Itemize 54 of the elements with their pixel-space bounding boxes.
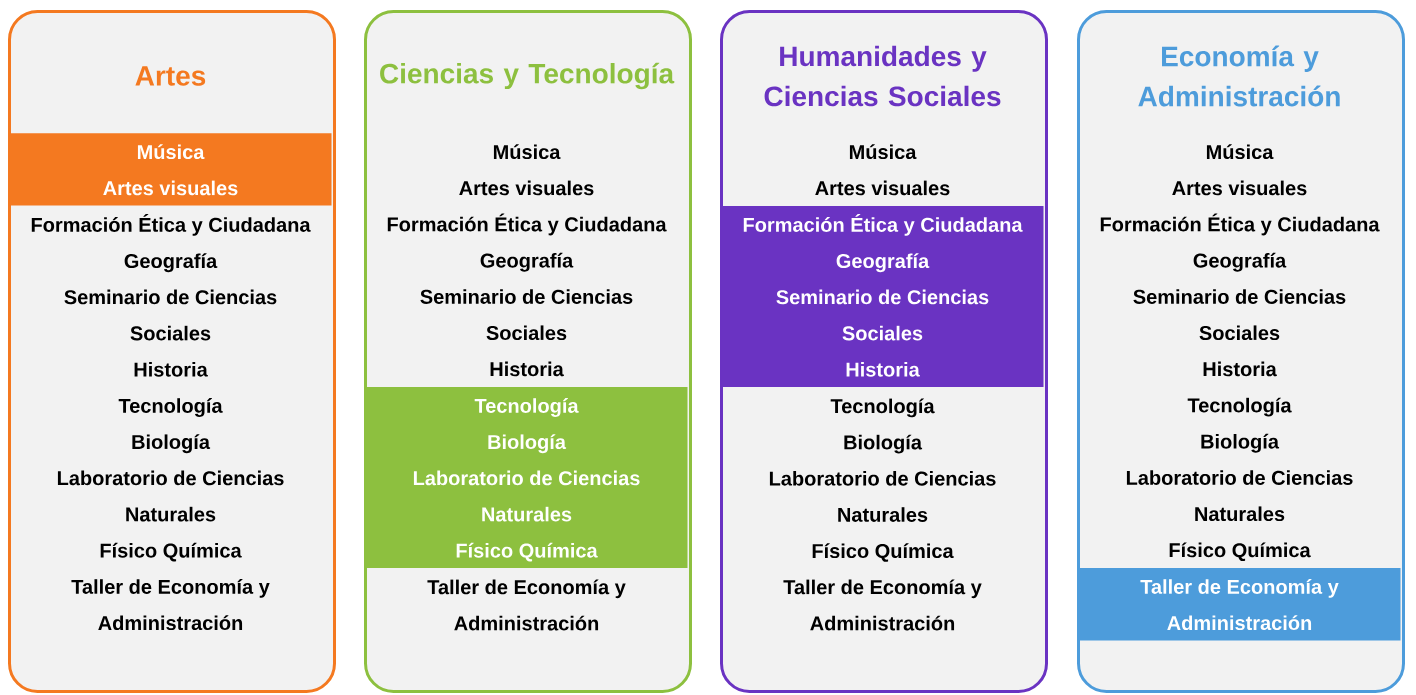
subject-label: Geografía: [836, 253, 930, 273]
highlighted-band: [9, 133, 332, 206]
subject-label: Biología: [1201, 433, 1280, 453]
subject-label: Historia: [134, 362, 208, 377]
subject-label: Artes visuales: [815, 180, 950, 196]
subject-label: Laboratorio de Ciencias Naturales: [1126, 470, 1353, 522]
subject-label: Geografía: [480, 252, 574, 272]
subject-label: Tecnología: [474, 398, 579, 417]
subject-label: Biología: [488, 434, 567, 454]
subject-label: Físico Química: [1169, 542, 1311, 562]
subject-label: Música: [849, 144, 917, 160]
subject-label: Seminario de Ciencias Sociales: [64, 289, 277, 341]
subject-label: Música: [137, 144, 205, 160]
subject-label: Historia: [1203, 361, 1277, 377]
subject-label: Tecnología: [830, 398, 935, 418]
subject-label: Taller de Economía y Administración: [427, 579, 626, 631]
subject-label: Laboratorio de Ciencias Naturales: [413, 470, 640, 522]
subject-label: Artes visuales: [459, 180, 594, 196]
subject-label: Artes visuales: [1172, 180, 1307, 196]
column-title: Ciencias y Tecnología: [380, 62, 675, 90]
highlighted-band: [1078, 568, 1401, 641]
column-box: [8, 10, 336, 693]
subject-label: Música: [493, 144, 561, 160]
subject-label: Biología: [844, 434, 923, 454]
subject-label: Seminario de Ciencias Sociales: [776, 289, 989, 341]
subject-label: Seminario de Ciencias Sociales: [420, 289, 633, 341]
subject-label: Laboratorio de Ciencias Naturales: [769, 471, 996, 522]
subject-label: Taller de Economía y Administración: [1140, 579, 1339, 631]
subject-label: Formación Ética y Ciudadana: [31, 214, 311, 236]
subject-label: Laboratorio de Ciencias Naturales: [57, 470, 284, 522]
subject-label: Geografía: [1193, 252, 1287, 272]
subject-label: Seminario de Ciencias Sociales: [1133, 289, 1346, 341]
subject-label: Historia: [490, 361, 564, 377]
highlighted-band: [721, 206, 1044, 387]
subject-label: Físico Química: [100, 542, 242, 562]
subject-label: Formación Ética y Ciudadana: [743, 213, 1023, 236]
subject-label: Geografía: [124, 253, 218, 273]
column-box: [1077, 10, 1405, 693]
subject-label: Taller de Economía y Administración: [71, 579, 270, 631]
subject-label: Físico Química: [812, 543, 954, 562]
subject-label: Tecnología: [1187, 397, 1292, 417]
subject-label: Físico Química: [456, 542, 598, 562]
column-title: Economía y Administración: [1138, 45, 1340, 107]
subject-label: Música: [1206, 144, 1274, 160]
subject-label: Biología: [132, 434, 211, 454]
subject-label: Historia: [846, 362, 920, 377]
subject-label: Formación Ética y Ciudadana: [1100, 213, 1380, 236]
highlighted-band: [365, 387, 688, 568]
subject-label: Tecnología: [118, 398, 223, 417]
column-title: Humanidades y Ciencias Sociales: [764, 45, 1001, 107]
subject-label: Taller de Economía y Administración: [783, 579, 982, 631]
subject-label: Formación Ética y Ciudadana: [387, 213, 667, 236]
subject-label: Artes visuales: [103, 180, 238, 196]
column-title: Artes: [135, 66, 206, 86]
